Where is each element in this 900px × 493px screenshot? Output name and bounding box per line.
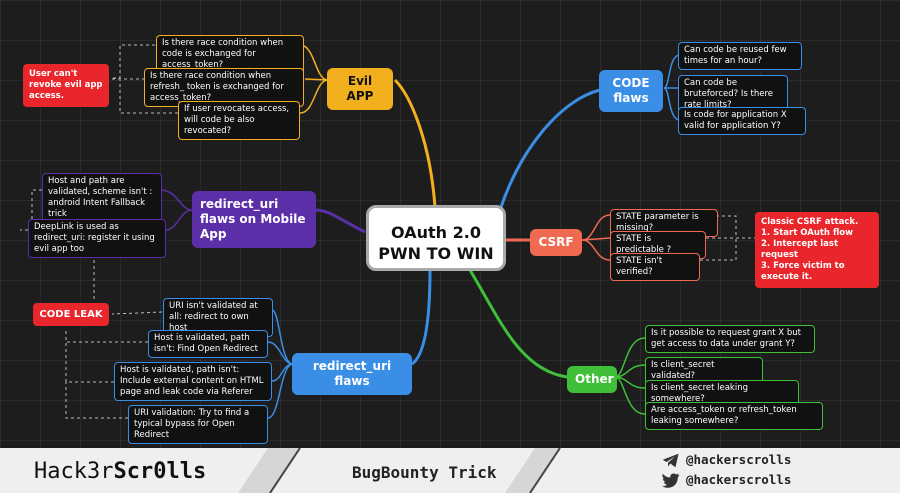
other-item-4: Are access_token or refresh_token leakin… [645,402,823,430]
csrf-item-3: STATE isn't verified? [610,253,700,281]
hub-other: Other [567,366,617,393]
footer-bar: Hack3rScr0lls BugBounty Trick @hackerscr… [0,448,900,493]
center-line2: PWN TO WIN [378,244,494,263]
csrf-alert-line3: 2. Intercept last request [761,239,839,260]
footer-social-telegram[interactable]: @hackerscrolls [662,452,791,468]
csrf-alert-line4: 3. Force victim to execute it. [761,261,845,282]
csrf-alert-line1: Classic CSRF attack. [761,217,859,227]
evil-item-1: Is there race condition when code is exc… [156,35,304,74]
center-line1: OAuth 2.0 [391,223,481,242]
redirect-item-3: Host is validated, path isn't: Include e… [114,362,272,401]
csrf-alert-line2: 1. Start OAuth flow [761,228,853,238]
brand-bold: Scr0lls [113,459,207,484]
hub-csrf: CSRF [530,229,582,256]
footer-brand: Hack3rScr0lls [34,459,206,484]
social1-label: @hackerscrolls [686,452,792,467]
code-item-1: Can code be reused few times for an hour… [678,42,802,70]
code-item-3: Is code for application X valid for appl… [678,107,806,135]
other-item-1: Is it possible to request grant X but ge… [645,325,815,353]
evil-alert: User can't revoke evil app access. [23,64,109,107]
redirect-item-2: Host is validated, path isn't: Find Open… [148,330,268,358]
hub-redirect-uri: redirect_uri flaws [292,353,412,395]
center-node: OAuth 2.0 PWN TO WIN [366,205,506,271]
redirect-item-4: URI validation: Try to find a typical by… [128,405,268,444]
twitter-icon [662,473,680,488]
evil-item-3: If user revocates access, will code be a… [178,101,300,140]
hub-redirect-mobile: redirect_uri flaws on Mobile App [192,191,316,248]
mobile-item-2: DeepLink is used as redirect_uri: regist… [28,219,166,258]
hub-code-flaws: CODE flaws [599,70,663,112]
footer-social-twitter[interactable]: @hackerscrolls [662,472,791,488]
hub-evil-app: Evil APP [327,68,393,110]
social2-label: @hackerscrolls [686,472,792,487]
mobile-item-1: Host and path are validated, scheme isn'… [42,173,162,223]
brand-regular: Hack3r [34,459,114,484]
footer-slash-shapes [238,448,561,493]
csrf-alert: Classic CSRF attack. 1. Start OAuth flow… [755,212,879,288]
telegram-icon [662,453,679,468]
code-leak-alert: CODE LEAK [33,303,109,326]
footer-trick: BugBounty Trick [352,463,497,482]
